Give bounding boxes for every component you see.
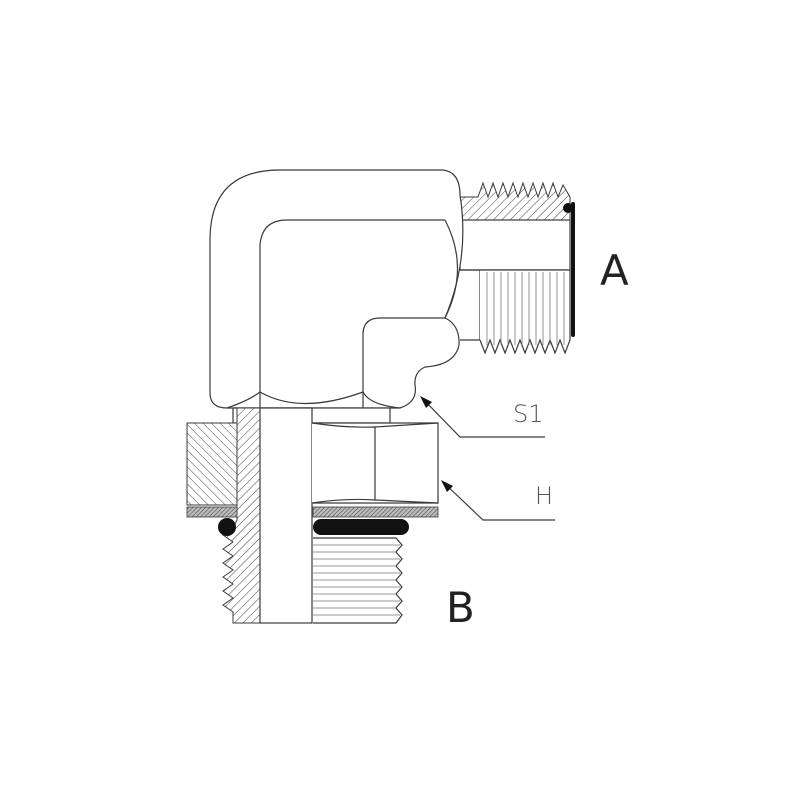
label-h: H (535, 482, 553, 510)
port-a-seal (563, 202, 575, 337)
label-port-a: A (600, 246, 629, 295)
port-a-thread (459, 181, 571, 355)
h-leader (441, 480, 555, 521)
label-s1: S1 (513, 400, 544, 428)
elbow-body (209, 169, 464, 409)
label-port-b: B (446, 583, 475, 632)
port-b-stem (186, 407, 439, 624)
o-ring-right (313, 519, 409, 535)
s1-leader (420, 396, 545, 438)
o-ring-left (218, 518, 236, 536)
